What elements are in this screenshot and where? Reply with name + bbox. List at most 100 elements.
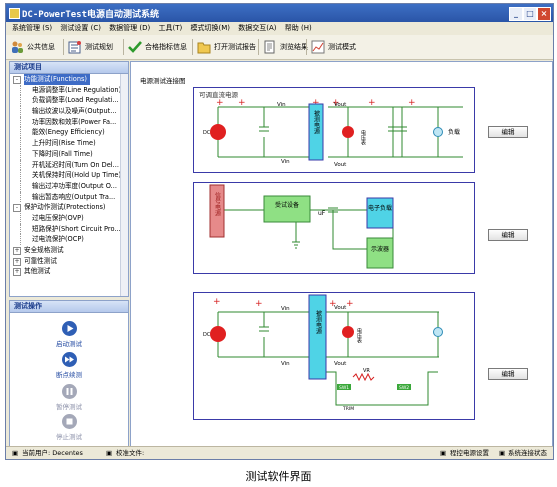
planning-icon [68,41,81,54]
public-info-button[interactable]: 公共信息 [10,38,55,56]
tree-item[interactable]: 关机保持时间(Hold Up Time) [10,170,128,181]
load-label: 负载 [448,128,460,136]
resume-test-button[interactable]: 断点续测 [10,352,128,379]
menu-mode[interactable]: 模式切换(M) [190,24,230,32]
test-mode-button[interactable]: 测试模式 [311,38,356,56]
oscilloscope-box [366,237,394,269]
edit-button-2[interactable]: 编辑 [488,229,528,241]
tree-item[interactable]: 过电压保护(OVP) [10,212,128,224]
pause-icon [61,384,77,399]
transient-response-diagram: 信号电源 受试设备 uF 电子负载 示波器 [193,182,475,274]
connection-diagram-area: 电源测试连接图 可调直流电源 + + + + + + Vin Vout Vin … [130,61,553,447]
menu-tools[interactable]: 工具(T) [158,24,183,32]
pause-test-button[interactable]: 暂停测试 [10,384,128,411]
plus-mark: + [255,299,263,309]
browse-results-label: 浏览结果 [280,43,308,51]
dc-label: DC [203,332,211,338]
fast-forward-icon [61,352,77,367]
tree-item[interactable]: 上升时间(Rise Time) [10,138,128,149]
tree-item[interactable]: 负载调整率(Load Regulati... [10,95,128,107]
status-bar: ▣ 当前用户: Decentes ▣ 校准文件: ▣ 程控电源设置 ▣ 系统连接… [6,446,553,459]
document-icon [264,40,275,54]
edit-button-1[interactable]: 编辑 [488,126,528,138]
lamp-load-icon [433,127,443,137]
edit-button-3[interactable]: 编辑 [488,368,528,380]
tree-connector [20,106,21,117]
vertical-scrollbar[interactable] [120,74,128,296]
menu-system[interactable]: 系统管理 (S) [12,24,53,32]
dut-box [308,294,327,380]
tree-item-label: 过电压保护(OVP) [32,213,84,222]
vin-top-label: Vin [281,306,290,312]
close-button[interactable]: × [537,7,551,21]
menu-data[interactable]: 数据管理 (D) [109,24,151,32]
browse-results-button[interactable]: 浏览结果 [263,38,308,56]
diagram-frame [193,87,475,173]
expand-icon[interactable]: + [13,268,21,277]
chart-icon [311,40,325,54]
source-title: 可调直流电源 [199,90,239,99]
tree-group[interactable]: +安全规格测试 [10,245,128,256]
open-report-button[interactable]: 打开测试报告 [197,38,256,56]
tree-connector [20,148,21,160]
tree-item[interactable]: 下降时间(Fall Time) [10,148,128,160]
tree-group[interactable]: -保护动作测试(Protections) [10,202,128,213]
test-plan-button[interactable]: 测试规划 [68,38,113,56]
expand-icon[interactable]: + [13,257,21,266]
lamp-load-icon [433,327,443,337]
test-plan-label: 测试规划 [85,43,113,51]
tree-item-label: 输出暂态响应(Output Tra... [32,192,116,201]
test-items-panel: 测试项目 -功能测试(Functions)电源调整率(Line Regulati… [9,61,129,297]
title-bar[interactable]: DC-PowerTest电源自动测试系统 _ □ × [6,4,553,22]
plus-mark: + [408,98,416,108]
voltmeter-icon [342,126,354,138]
collapse-icon[interactable]: - [13,204,21,213]
start-test-button[interactable]: 启动测试 [10,321,128,348]
device-label: 受试设备 [275,201,299,209]
tree-item[interactable]: 输出暂态响应(Output Tra... [10,191,128,203]
plus-mark: + [213,297,221,307]
tree-item[interactable]: 能效(Enegy Efficiency) [10,127,128,139]
collapse-icon[interactable]: - [13,76,21,84]
voltmeter-icon [342,326,354,338]
line-regulation-diagram: 可调直流电源 + + + + + + Vin Vout Vin Vout DC … [193,87,475,173]
menu-help[interactable]: 帮助 (H) [284,24,312,32]
tree-item[interactable]: 短路保护(Short Circuit Pro... [10,223,128,235]
diagram-title: 电源测试连接图 [140,77,186,85]
tree-group-label: 其他测试 [24,267,51,276]
oscilloscope-label: 示波器 [371,245,389,253]
tree-item[interactable]: 开机延迟时间(Turn On Del... [10,159,128,171]
power-setting-status[interactable]: 程控电源设置 [450,449,489,457]
protection-test-diagram: + + + + Vin Vout Vin Vout VR SW1 SW2 TRI… [193,292,475,420]
start-test-label: 启动测试 [56,340,82,348]
connection-status[interactable]: 系统连接状态 [508,449,547,457]
qualification-info-button[interactable]: 合格指标信息 [128,38,187,56]
tree-item[interactable]: 过电流保护(OCP) [10,234,128,245]
tree-item[interactable]: 电源调整率(Line Regulation) [10,84,128,96]
sw2-label: SW2 [399,385,409,391]
connection-icon: ▣ [499,449,506,457]
tree-group[interactable]: +其他测试 [10,266,128,277]
menu-test-settings[interactable]: 测试设置 (C) [60,24,101,32]
tree-group[interactable]: -功能测试(Functions) [10,74,128,85]
trim-label: TRIM [342,406,354,412]
tree-connector [20,159,21,171]
tree-group[interactable]: +可靠性测试 [10,256,128,267]
tree-item-label: 短路保护(Short Circuit Pro... [32,224,121,233]
tree-item-label: 过电流保护(OCP) [32,235,84,244]
tree-item[interactable]: 功率因数和效率(Power Fa... [10,116,128,128]
menu-data-exchange[interactable]: 数据交互(A) [238,24,277,32]
minimize-button[interactable]: _ [509,7,523,21]
resume-test-label: 断点续测 [56,371,82,379]
expand-icon[interactable]: + [13,247,21,255]
vout-bottom-label: Vout [334,162,347,168]
user-icon: ▣ [12,449,19,457]
tree-item[interactable]: 输出纹波以及噪声(Output... [10,106,128,117]
tree-group-label: 保护动作测试(Protections) [24,203,106,212]
stop-test-button[interactable]: 停止测试 [10,414,128,441]
tree-item[interactable]: 输出过冲功率度(Output O... [10,180,128,192]
vout-top-label: Vout [334,305,347,311]
maximize-button[interactable]: □ [523,7,537,21]
plus-mark: + [368,98,376,108]
toolbar-divider [258,39,259,55]
